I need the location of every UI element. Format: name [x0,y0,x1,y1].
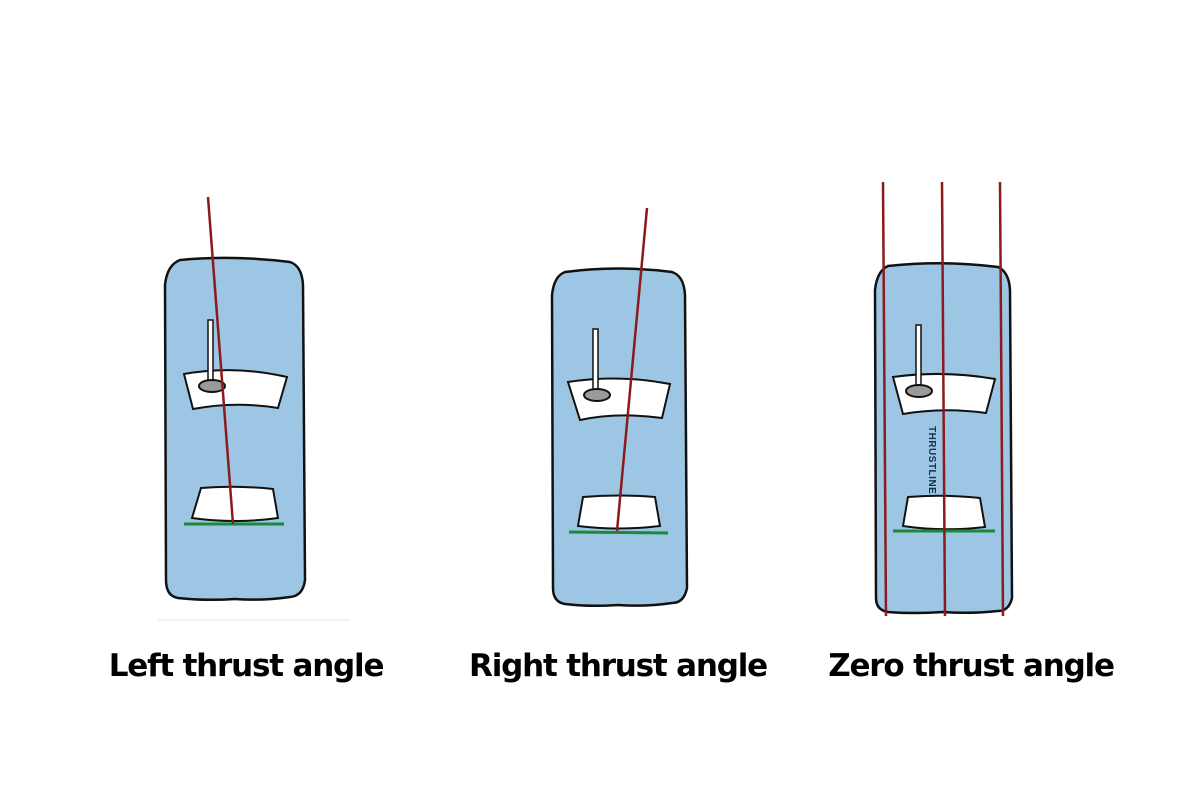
rear-axle-line [568,530,669,535]
steering-wheel [583,388,611,402]
car-right-thrust [550,207,689,608]
steering-column [592,328,599,392]
rear-window [190,485,280,522]
steering-column [915,324,922,388]
caption-zero-thrust-angle: Zero thrust angle [828,648,1115,684]
windshield [182,369,289,411]
windshield [566,377,672,422]
steering-column [207,319,214,383]
left-wheel-line [881,181,888,617]
thrust-line [206,196,235,525]
steering-wheel [198,379,226,393]
car-body [550,267,689,608]
car-zero-thrust: THRUSTLINE [873,181,1014,617]
caption-left-thrust-angle: Left thrust angle [108,648,385,684]
right-wheel-line [998,181,1005,617]
thrust-line [615,207,649,532]
thrust-line [940,181,947,617]
car-body [163,256,307,602]
car-left-thrust [163,196,307,602]
thrustline-label: THRUSTLINE [926,426,937,494]
steering-wheel [905,384,933,398]
caption-right-thrust-angle: Right thrust angle [469,648,768,684]
